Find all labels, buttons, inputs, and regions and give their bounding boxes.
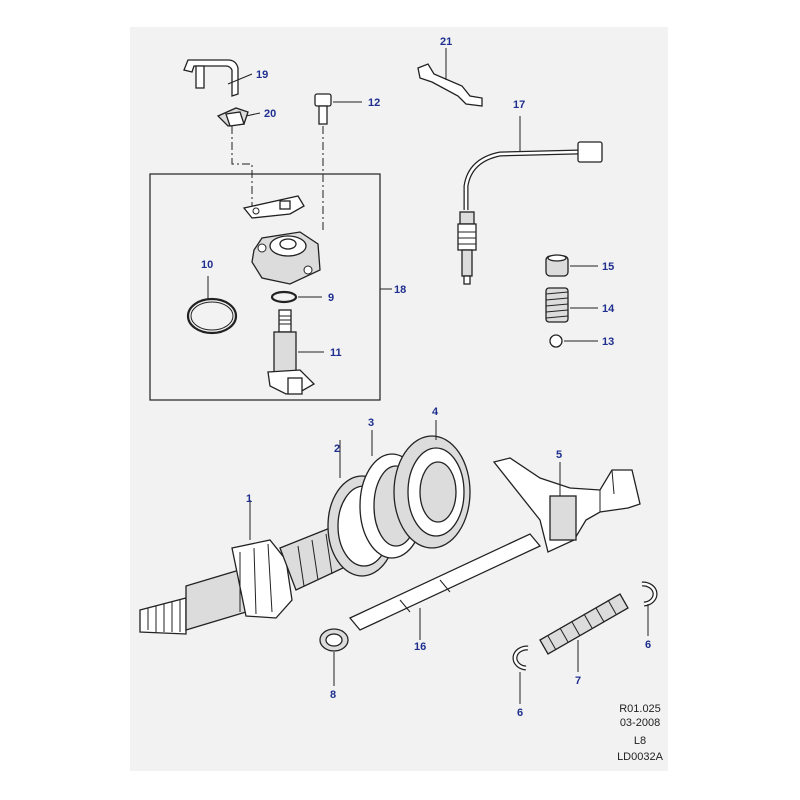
part-12-bolt (314, 93, 362, 125)
part-15-plug (545, 254, 598, 277)
callout-19: 19 (256, 69, 268, 81)
callout-12: 12 (368, 97, 380, 109)
part-1-input-shaft (139, 500, 361, 635)
callout-21: 21 (440, 36, 452, 48)
part-4-bearing (393, 420, 471, 549)
part-17-speed-sensor (457, 116, 603, 285)
sensor-bracket-plate (242, 195, 305, 219)
part-10-large-o-ring (186, 276, 238, 335)
housing-assembly (251, 231, 321, 285)
ref-code: R01.025 (619, 703, 661, 715)
part-7-spring (539, 593, 629, 672)
part-20-clip (216, 107, 261, 127)
callout-13: 13 (602, 336, 614, 348)
callout-6-lower: 6 (517, 707, 523, 719)
callout-4: 4 (432, 406, 439, 418)
callout-1: 1 (246, 493, 252, 505)
callout-3: 3 (368, 417, 374, 429)
reference-block: R01.025 03-2008 L8 LD0032A (617, 703, 664, 763)
callout-18: 18 (394, 284, 406, 296)
part-16-selector-rod (348, 533, 542, 640)
callout-8: 8 (330, 689, 336, 701)
part-21-bracket (417, 48, 483, 107)
ref-date: 03-2008 (620, 717, 660, 729)
callout-20: 20 (264, 108, 276, 120)
callout-9: 9 (328, 292, 334, 304)
part-6-circlip-lower (512, 645, 529, 704)
callout-14: 14 (602, 303, 615, 315)
callout-16: 16 (414, 641, 426, 653)
part-8-bush (319, 628, 349, 686)
part-5-selector-fork (492, 457, 641, 553)
part-9-o-ring (270, 290, 322, 304)
part-13-ball (549, 334, 598, 348)
dash-20-to-bracket (231, 126, 253, 206)
callout-10: 10 (201, 259, 213, 271)
assembly-18-box (149, 173, 381, 401)
callout-5: 5 (556, 449, 562, 461)
ref-model: L8 (634, 735, 646, 747)
part-14-spring (545, 287, 598, 323)
callout-6-upper: 6 (645, 639, 651, 651)
part-11-drive-shaft (267, 309, 324, 395)
ref-drawing-id: LD0032A (617, 751, 664, 763)
callout-11: 11 (330, 347, 342, 359)
callout-labels: 1 2 3 4 5 6 6 7 8 9 10 11 12 13 14 15 16… (201, 36, 651, 719)
callout-7: 7 (575, 675, 581, 687)
callout-15: 15 (602, 261, 614, 273)
callout-2: 2 (334, 443, 340, 455)
part-19-pipe (183, 59, 253, 97)
callout-17: 17 (513, 99, 525, 111)
part-6-circlip-upper (641, 581, 658, 636)
